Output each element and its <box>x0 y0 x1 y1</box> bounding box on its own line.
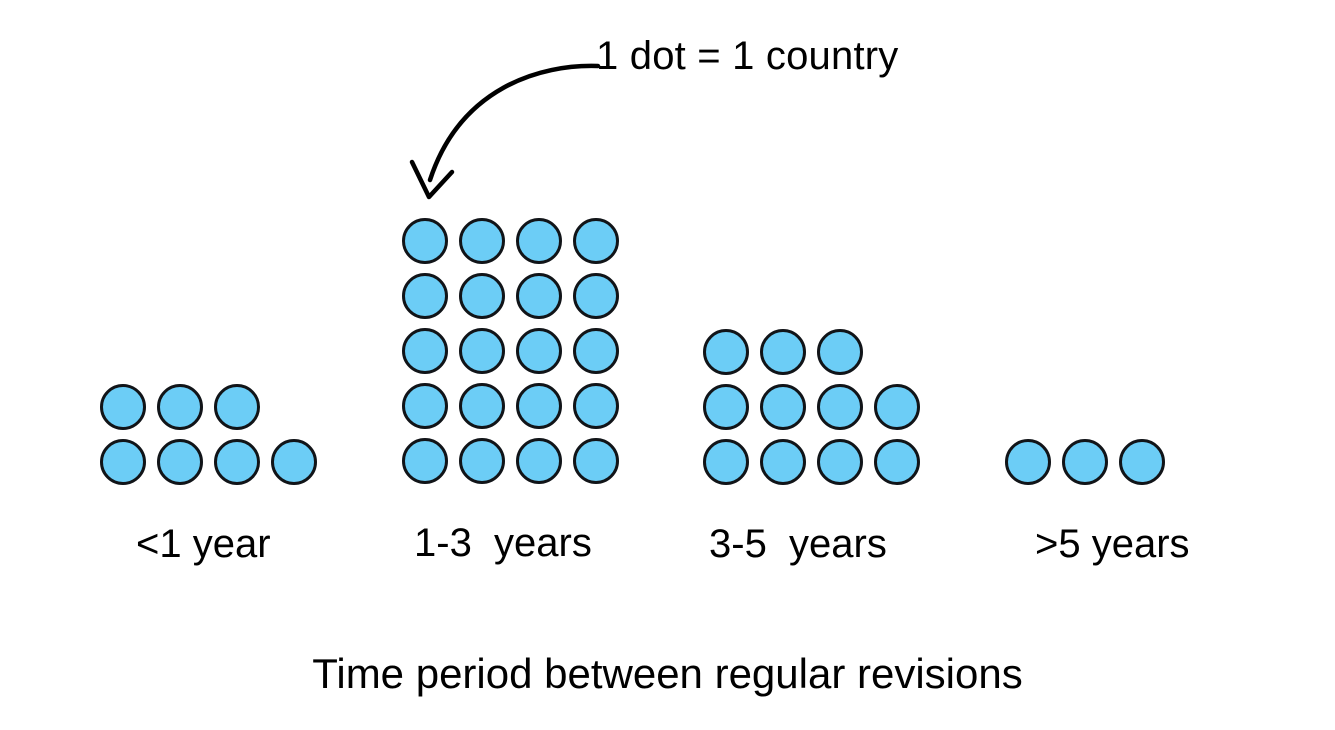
dot <box>402 327 448 374</box>
dot-row <box>703 379 920 434</box>
dot <box>459 327 505 374</box>
dot <box>516 327 562 374</box>
dot-stack <box>100 379 317 489</box>
dot <box>703 383 749 430</box>
dot <box>100 383 146 430</box>
dot <box>703 328 749 375</box>
dot-row <box>402 213 619 268</box>
dot <box>1062 438 1108 485</box>
group-label-gt-5-years: >5 years <box>1035 522 1190 566</box>
dot <box>214 438 260 485</box>
curved-arrow-down-left-icon <box>409 63 601 200</box>
dot-row <box>402 268 619 323</box>
dot-group-3-5-years: 3-5 years <box>703 324 920 730</box>
dot-row <box>402 323 619 378</box>
dot <box>1119 438 1165 485</box>
group-label-3-5-years: 3-5 years <box>709 522 887 566</box>
dot <box>760 438 806 485</box>
dot <box>100 438 146 485</box>
dot <box>573 437 619 484</box>
dot <box>402 382 448 429</box>
dot <box>817 438 863 485</box>
chart-caption: Time period between regular revisions <box>312 650 1023 697</box>
dot <box>874 383 920 430</box>
dot <box>516 217 562 264</box>
dot <box>817 383 863 430</box>
group-label-1-3-years: 1-3 years <box>414 521 592 565</box>
dot-group-lt-1-year: <1 year <box>100 379 317 730</box>
dot-row <box>703 434 920 489</box>
dot-row <box>1005 434 1165 489</box>
dot <box>402 272 448 319</box>
dot-stack <box>1005 434 1165 489</box>
dot <box>1005 438 1051 485</box>
dot <box>817 328 863 375</box>
dot <box>402 217 448 264</box>
dot <box>459 272 505 319</box>
dot-stack <box>402 213 619 488</box>
dot <box>157 438 203 485</box>
dot <box>157 383 203 430</box>
group-label-lt-1-year: <1 year <box>136 522 271 566</box>
dot <box>516 437 562 484</box>
dot <box>573 272 619 319</box>
dot <box>760 328 806 375</box>
dot <box>760 383 806 430</box>
dot-row <box>402 433 619 488</box>
dot-row <box>402 378 619 433</box>
dot <box>214 383 260 430</box>
dot-group-1-3-years: 1-3 years <box>402 213 619 730</box>
dot <box>516 382 562 429</box>
dot-row <box>703 324 863 379</box>
dot <box>459 217 505 264</box>
dot-row <box>100 379 260 434</box>
dot-stack <box>703 324 920 489</box>
dot <box>402 437 448 484</box>
dot <box>573 217 619 264</box>
dot <box>573 382 619 429</box>
dot <box>573 327 619 374</box>
annotation-label: 1 dot = 1 country <box>596 34 899 78</box>
dot <box>459 437 505 484</box>
dot-row <box>100 434 317 489</box>
dot <box>703 438 749 485</box>
dot <box>874 438 920 485</box>
dot <box>459 382 505 429</box>
dot <box>271 438 317 485</box>
dot <box>516 272 562 319</box>
dot-group-gt-5-years: >5 years <box>1005 434 1190 730</box>
